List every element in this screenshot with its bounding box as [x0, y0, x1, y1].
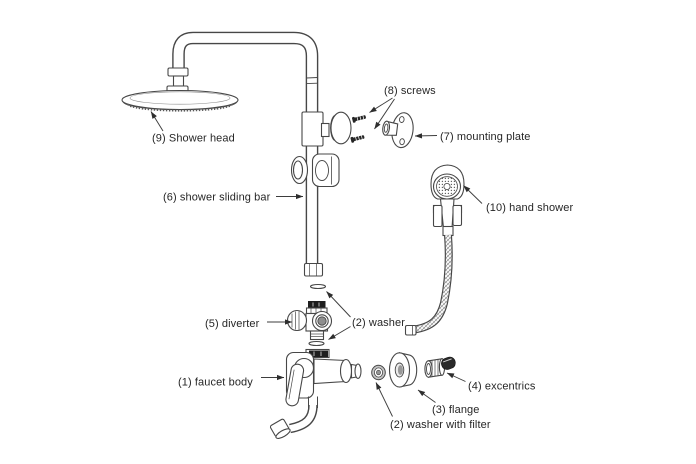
leader-hand-shower	[463, 185, 483, 204]
hose-end-fitting	[404, 324, 417, 336]
washer-top	[309, 283, 327, 290]
label-faucet-body: (1) faucet body	[178, 377, 253, 389]
sliding-bar-slider	[301, 111, 352, 147]
part-labels: (9) Shower head (6) shower sliding bar (…	[152, 85, 573, 431]
bar-end-collar	[303, 262, 324, 277]
hand-shower-holder	[290, 153, 340, 188]
leader-excentrics	[446, 372, 466, 382]
leader-lines	[150, 97, 483, 417]
leader-screw-1	[369, 97, 393, 113]
leader-flange	[417, 389, 436, 403]
label-sliding-bar: (6) shower sliding bar	[163, 192, 271, 204]
hand-shower-drawing	[430, 164, 465, 237]
riser-pipe	[172, 31, 319, 268]
label-flange: (3) flange	[432, 404, 479, 416]
leader-washer-with-filter	[375, 382, 393, 417]
screws-drawing	[350, 114, 366, 143]
leader-screw-2	[374, 98, 395, 130]
leader-washer-bottom	[328, 326, 351, 340]
label-hand-shower: (10) hand shower	[486, 202, 573, 214]
screw-2	[350, 134, 365, 143]
leader-washer-top	[326, 291, 351, 318]
shower-head-drawing	[121, 67, 239, 112]
flange-drawing	[388, 352, 418, 388]
washer-bottom	[308, 340, 325, 347]
label-washer: (2) washer	[352, 317, 405, 329]
faucet-body-drawing	[269, 348, 362, 439]
label-diverter: (5) diverter	[205, 318, 260, 330]
screw-1	[351, 114, 366, 123]
diverter-drawing	[286, 301, 333, 341]
label-mounting-plate: (7) mounting plate	[440, 131, 530, 143]
label-washer-with-filter: (2) washer with filter	[390, 419, 491, 431]
label-screws: (8) screws	[384, 85, 436, 97]
label-shower-head: (9) Shower head	[152, 133, 235, 145]
leader-shower-head	[150, 111, 164, 132]
mounting-plate-drawing	[382, 112, 414, 149]
washer-with-filter-drawing	[371, 364, 386, 381]
leader-mounting-plate	[414, 133, 438, 139]
excentrics-drawing	[424, 356, 456, 378]
hand-shower-hose	[404, 234, 453, 336]
spout-outlet	[269, 418, 291, 439]
label-excentrics: (4) excentrics	[468, 381, 536, 393]
